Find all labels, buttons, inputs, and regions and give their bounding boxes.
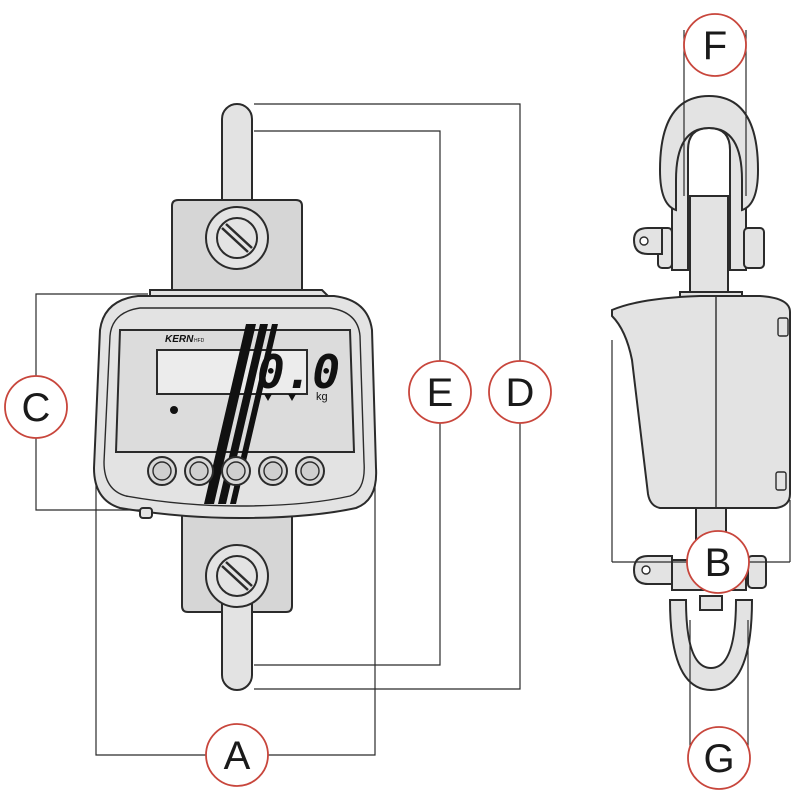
front-bottom-rod <box>205 544 269 691</box>
display-unit: kg <box>316 391 328 403</box>
marker-B-label: B <box>705 541 732 585</box>
side-view <box>611 94 791 692</box>
marker-G-label: G <box>703 737 734 781</box>
side-housing <box>611 291 791 509</box>
side-top-shackle <box>632 94 765 297</box>
marker-E: E <box>408 360 472 424</box>
front-view: KERN HFD 0.0 kg <box>92 103 378 691</box>
marker-D-label: D <box>506 371 535 415</box>
brand-model: HFD <box>194 338 205 344</box>
marker-A-label: A <box>224 734 251 778</box>
key-2[interactable] <box>184 456 214 486</box>
key-1[interactable] <box>147 456 177 486</box>
marker-F: F <box>683 13 747 77</box>
marker-B: B <box>686 530 750 594</box>
marker-G: G <box>687 726 751 790</box>
indicator-arrow-2 <box>288 394 296 401</box>
status-dot <box>170 406 178 414</box>
marker-F-label: F <box>703 24 727 68</box>
marker-A: A <box>205 723 269 787</box>
marker-D: D <box>488 360 552 424</box>
indicator-arrow-1 <box>264 394 272 401</box>
brand-logo: KERN <box>165 334 194 345</box>
marker-E-label: E <box>427 371 454 415</box>
keypad <box>147 456 325 486</box>
front-top-plate <box>171 199 303 293</box>
display-value: 0.0 <box>257 345 340 399</box>
key-3[interactable] <box>221 456 251 486</box>
marker-C-label: C <box>22 386 51 430</box>
key-4[interactable] <box>258 456 288 486</box>
marker-C: C <box>4 375 68 439</box>
side-bottom-shackle <box>632 507 767 692</box>
key-5[interactable] <box>295 456 325 486</box>
markers: F C E D B A G <box>4 13 751 790</box>
